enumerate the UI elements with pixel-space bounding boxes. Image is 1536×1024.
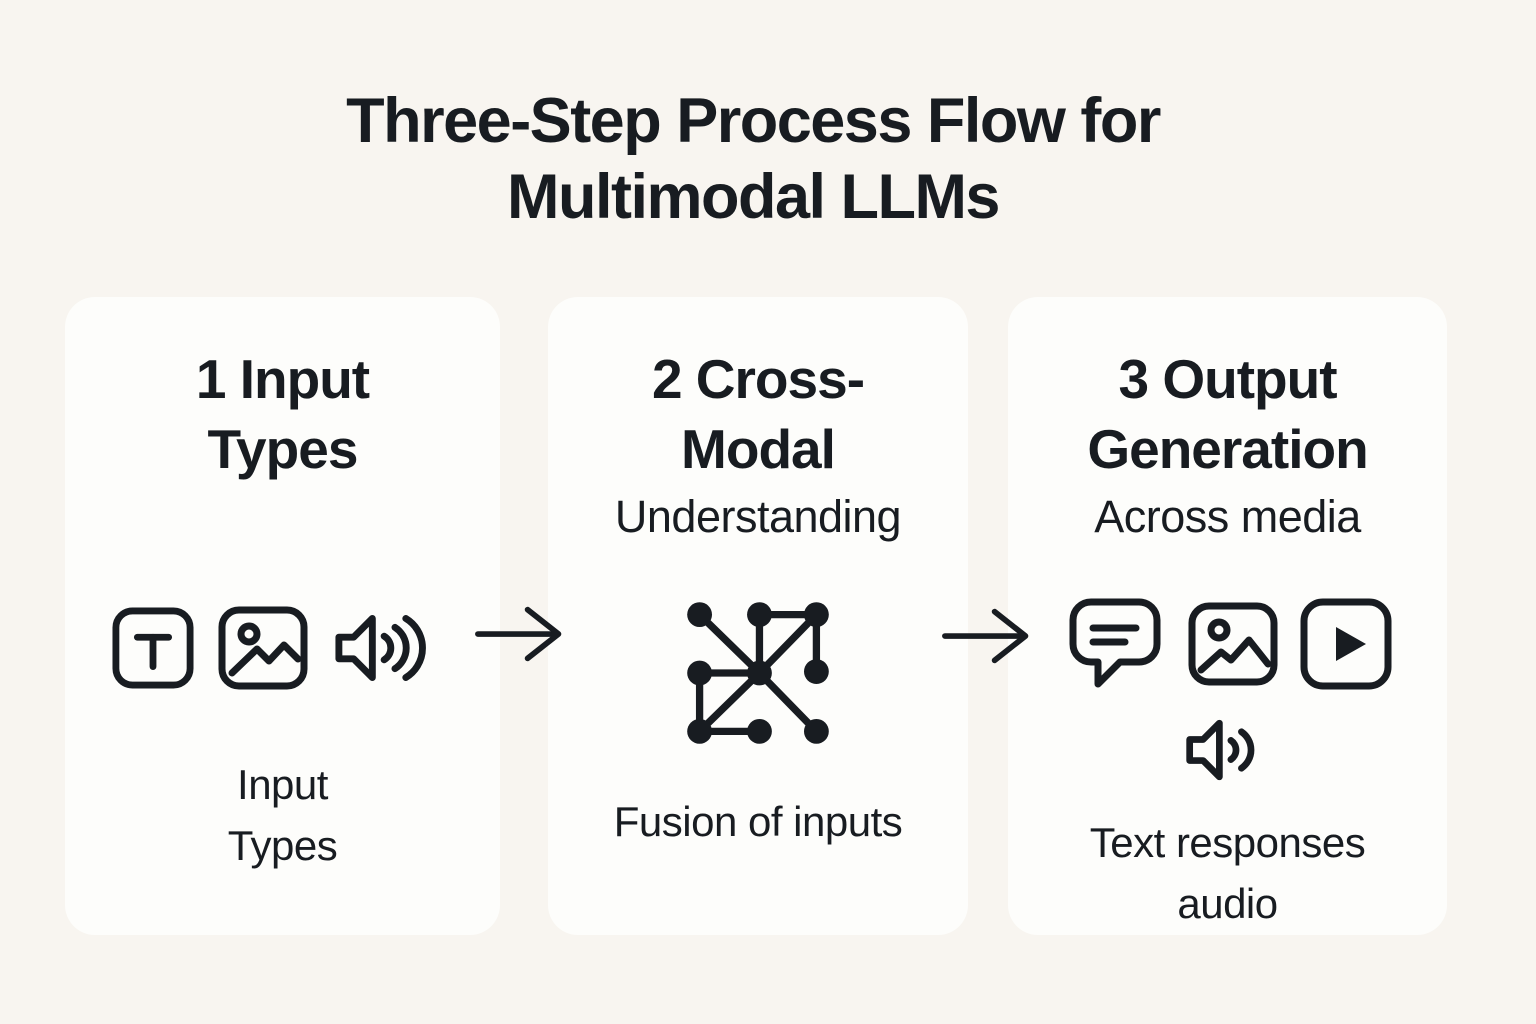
step-2-subtitle: Understanding	[614, 490, 902, 542]
step-2-icons	[684, 600, 832, 746]
step-3-speaker-row	[1182, 711, 1274, 789]
step-3-head: 3 Output Generation Across media	[1087, 297, 1368, 596]
page-title: Three-Step Process Flow for Multimodal L…	[346, 86, 1161, 232]
text-input-icon	[111, 606, 194, 689]
step-1-head: 1 Input Types	[195, 297, 370, 600]
right-arrow-icon	[475, 606, 562, 662]
step-3-subtitle: Across media	[1094, 490, 1361, 542]
chat-message-icon	[1069, 598, 1160, 688]
step-card-output-generation: 3 Output Generation Across media	[1008, 297, 1447, 935]
step-3-icons	[1064, 596, 1392, 691]
step-2-caption: Fusion of inputs	[613, 798, 903, 845]
flow-arrow-1	[472, 604, 570, 669]
step-1-caption: Input Types	[227, 761, 338, 869]
image-icon	[1188, 602, 1277, 686]
step-1-heading: 1 Input Types	[195, 348, 370, 480]
right-arrow-icon	[942, 608, 1029, 664]
step-3-heading: 3 Output Generation	[1087, 348, 1368, 480]
speaker-icon	[1185, 720, 1254, 781]
flow-arrow-2	[941, 606, 1035, 671]
step-card-cross-modal: 2 Cross- Modal Understanding	[548, 297, 968, 935]
image-icon	[218, 606, 307, 689]
step-3-caption: Text responses audio	[1089, 819, 1366, 928]
step-card-input-types: 1 Input Types Input Types	[65, 297, 500, 935]
step-1-icons	[111, 600, 454, 695]
fusion-network-icon	[687, 602, 829, 744]
step-2-head: 2 Cross- Modal Understanding	[614, 297, 902, 600]
step-2-heading: 2 Cross- Modal	[651, 348, 865, 480]
audio-volume-icon	[334, 614, 426, 681]
video-play-icon	[1300, 598, 1391, 690]
